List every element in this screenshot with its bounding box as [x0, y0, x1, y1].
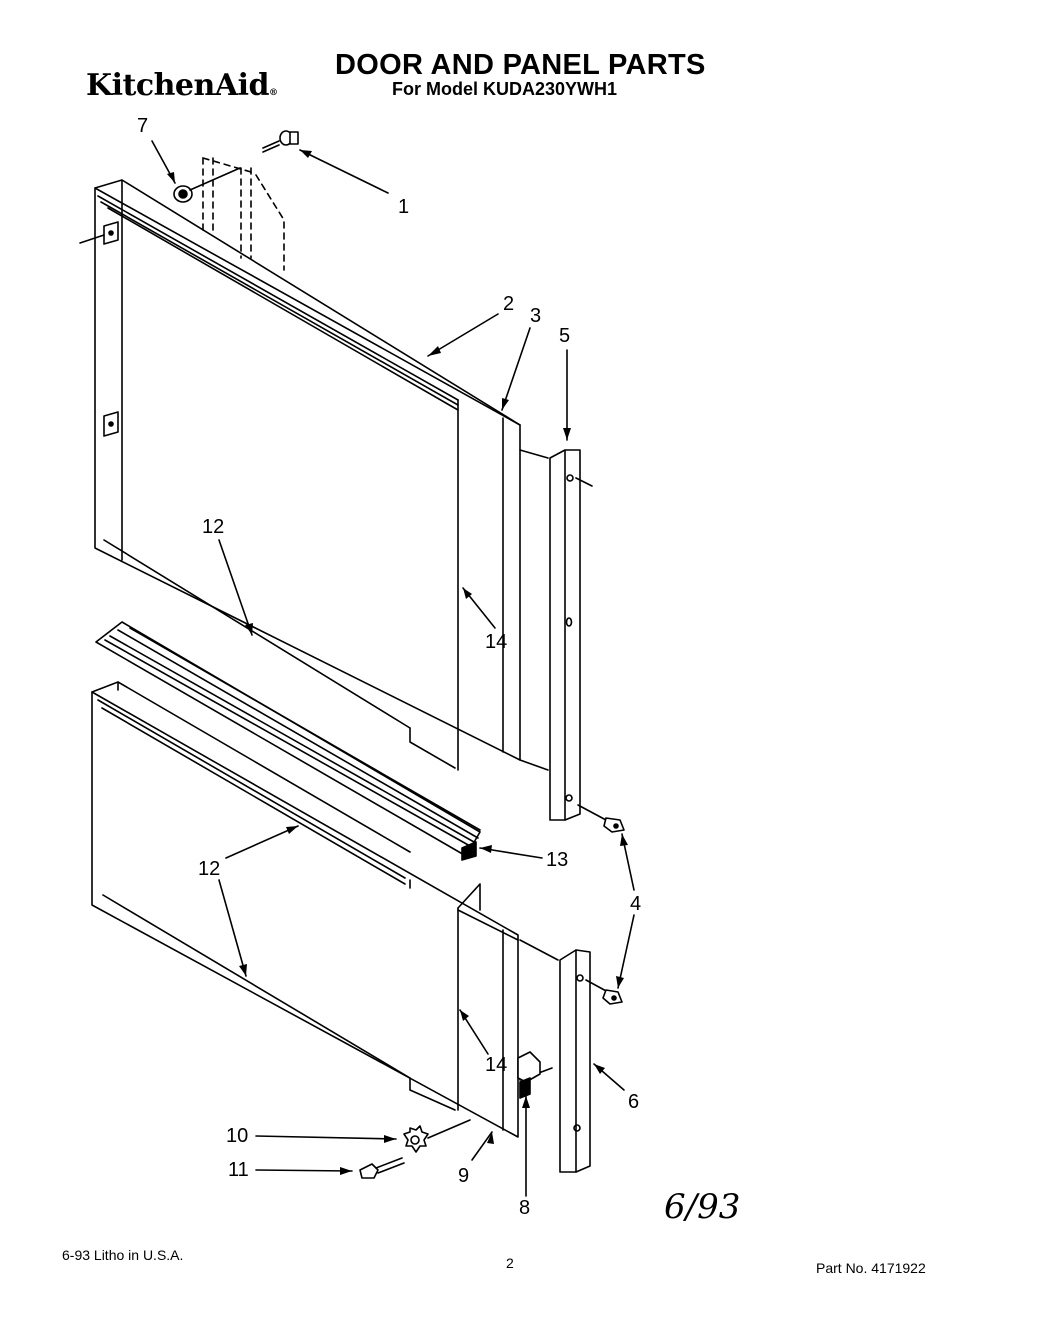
callout-10: 10 — [226, 1125, 248, 1147]
trim-channel-part-13 — [95, 621, 481, 861]
upper-door-panel — [79, 179, 521, 771]
callout-14-lower: 14 — [485, 1054, 507, 1076]
callout-12-lower: 12 — [198, 858, 220, 880]
callout-6: 6 — [628, 1091, 639, 1113]
callout-1: 1 — [398, 196, 409, 218]
brand-name: KitchenAid — [86, 68, 269, 103]
screw-part-11 — [359, 1157, 405, 1179]
handwritten-date-note: 6/93 — [664, 1187, 740, 1227]
callout-8: 8 — [519, 1197, 530, 1219]
callout-9: 9 — [458, 1165, 469, 1187]
callout-labels: 7 1 2 3 5 12 14 13 12 4 14 6 10 11 9 8 — [137, 115, 641, 1219]
footer-litho: 6-93 Litho in U.S.A. — [62, 1247, 184, 1263]
leader-lines — [151, 140, 635, 1197]
callout-3: 3 — [530, 305, 541, 327]
callout-7: 7 — [137, 115, 148, 137]
callout-5: 5 — [559, 325, 570, 347]
lower-door-panel — [91, 681, 519, 1138]
shoulder-screw-part-1 — [262, 130, 299, 153]
page-title: DOOR AND PANEL PARTS — [335, 49, 706, 81]
brand-logo: KitchenAid® — [86, 68, 278, 103]
mounting-bracket-hidden — [202, 157, 285, 271]
footer-part-number: Part No. 4171922 — [816, 1260, 926, 1276]
screw-part-4-lower — [585, 979, 623, 1005]
callout-13: 13 — [546, 849, 568, 871]
callout-14-upper: 14 — [485, 631, 507, 653]
callout-2: 2 — [503, 293, 514, 315]
screw-part-4-upper — [577, 804, 625, 833]
star-washer-part-10 — [403, 1119, 471, 1153]
arrowheads — [167, 150, 628, 1175]
registered-mark: ® — [268, 88, 278, 98]
hinge-bracket-part-8 — [517, 1051, 541, 1099]
model-subtitle: For Model KUDA230YWH1 — [392, 79, 618, 99]
grommet-part-7 — [173, 167, 241, 203]
callout-11: 11 — [228, 1159, 249, 1181]
footer-page-number: 2 — [506, 1255, 514, 1271]
callout-12-upper: 12 — [202, 516, 224, 538]
callout-4: 4 — [630, 893, 641, 915]
side-trim-part-5 — [519, 449, 593, 821]
